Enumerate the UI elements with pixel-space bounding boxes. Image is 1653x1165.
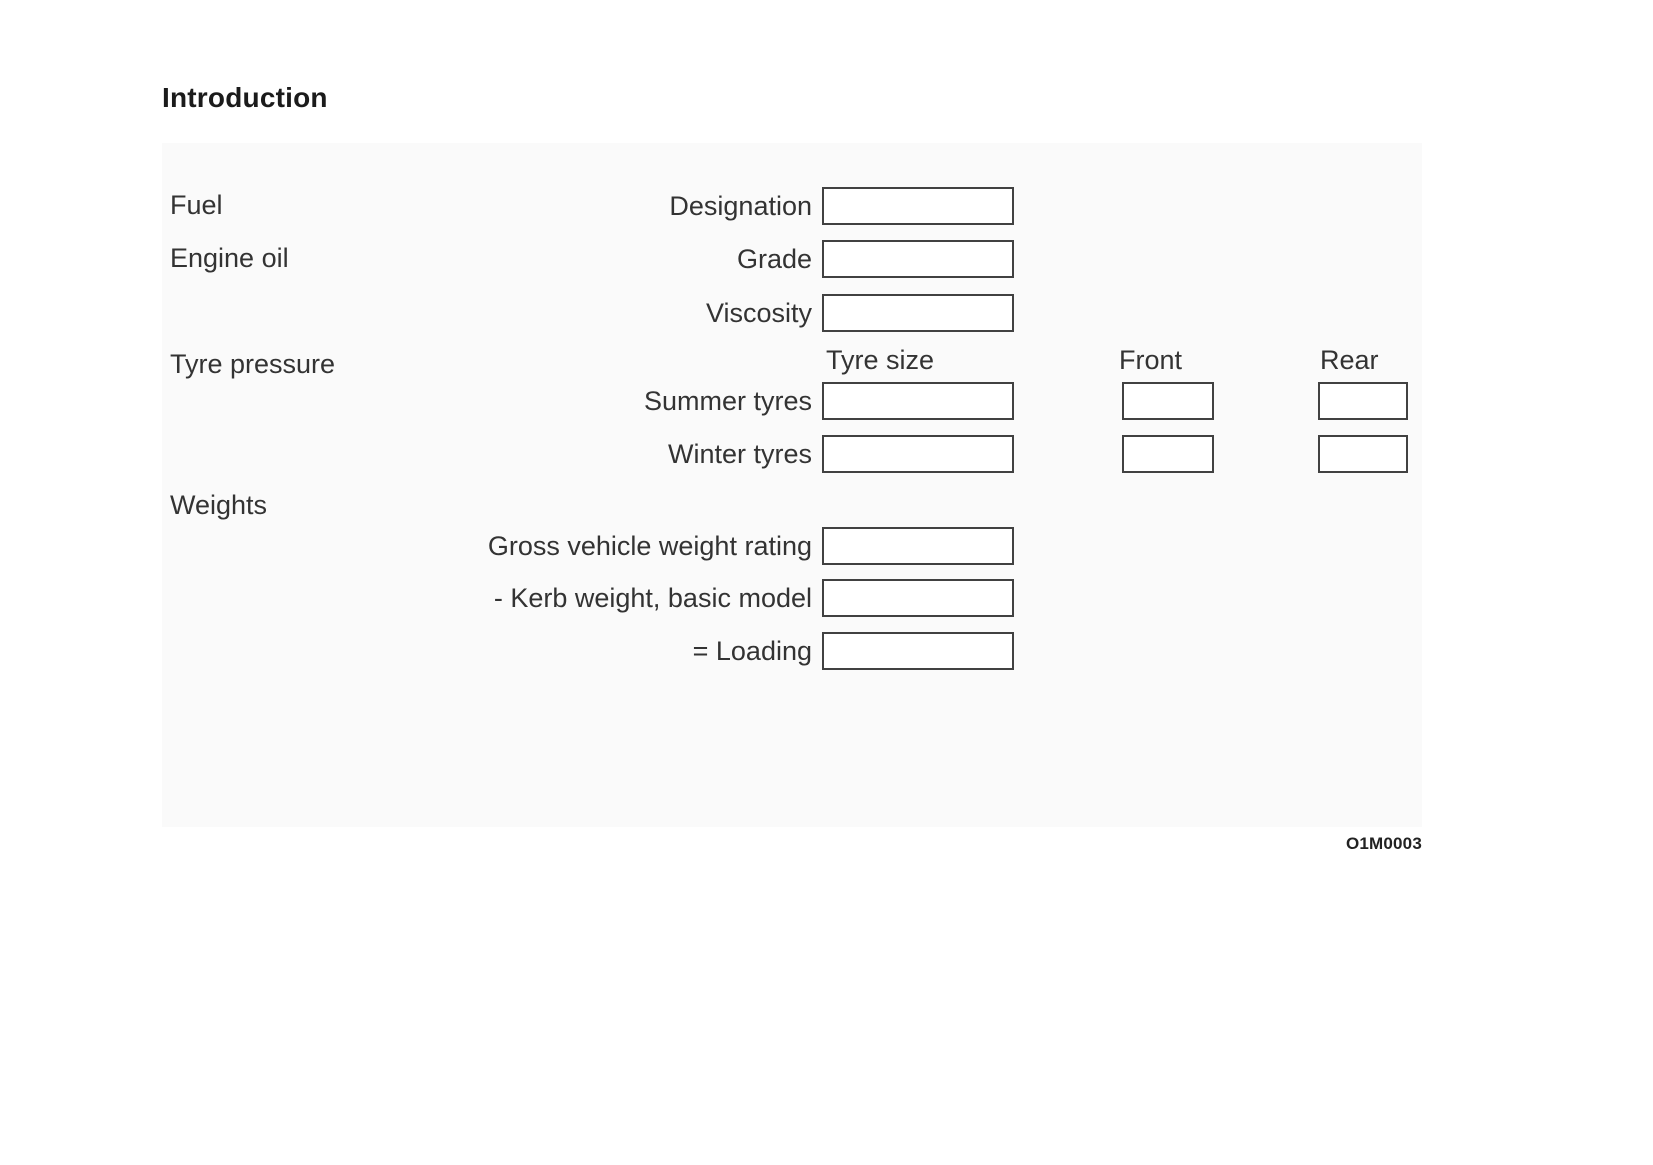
spec-form-panel: Fuel Engine oil Tyre pressure Weights De…	[162, 143, 1422, 827]
row-label-tyre-pressure: Tyre pressure	[170, 349, 336, 379]
figure-code: O1M0003	[1345, 834, 1422, 853]
kerb-weight-input[interactable]	[822, 579, 1014, 617]
field-label-gross-vehicle-weight-rating: Gross vehicle weight rating	[487, 531, 812, 561]
field-label-viscosity: Viscosity	[705, 298, 812, 328]
row-label-engine-oil: Engine oil	[170, 243, 289, 273]
field-label-loading: = Loading	[692, 636, 812, 666]
field-label-kerb-weight: - Kerb weight, basic model	[493, 583, 812, 613]
winter-tyre-size-input[interactable]	[822, 435, 1014, 473]
column-header-rear: Rear	[1320, 345, 1379, 375]
row-label-weights: Weights	[170, 490, 268, 520]
winter-rear-pressure-input[interactable]	[1318, 435, 1408, 473]
summer-rear-pressure-input[interactable]	[1318, 382, 1408, 420]
row-label-fuel: Fuel	[170, 190, 223, 220]
summer-tyre-size-input[interactable]	[822, 382, 1014, 420]
field-label-designation: Designation	[669, 191, 812, 221]
field-label-winter-tyres: Winter tyres	[667, 439, 812, 469]
summer-front-pressure-input[interactable]	[1122, 382, 1214, 420]
column-header-front: Front	[1119, 345, 1183, 375]
field-label-summer-tyres: Summer tyres	[643, 386, 812, 416]
page-title: Introduction	[162, 82, 328, 113]
field-label-grade: Grade	[736, 244, 812, 274]
gross-vehicle-weight-rating-input[interactable]	[822, 527, 1014, 565]
viscosity-input[interactable]	[822, 294, 1014, 332]
designation-input[interactable]	[822, 187, 1014, 225]
column-header-tyre-size: Tyre size	[826, 345, 935, 375]
loading-input[interactable]	[822, 632, 1014, 670]
grade-input[interactable]	[822, 240, 1014, 278]
winter-front-pressure-input[interactable]	[1122, 435, 1214, 473]
